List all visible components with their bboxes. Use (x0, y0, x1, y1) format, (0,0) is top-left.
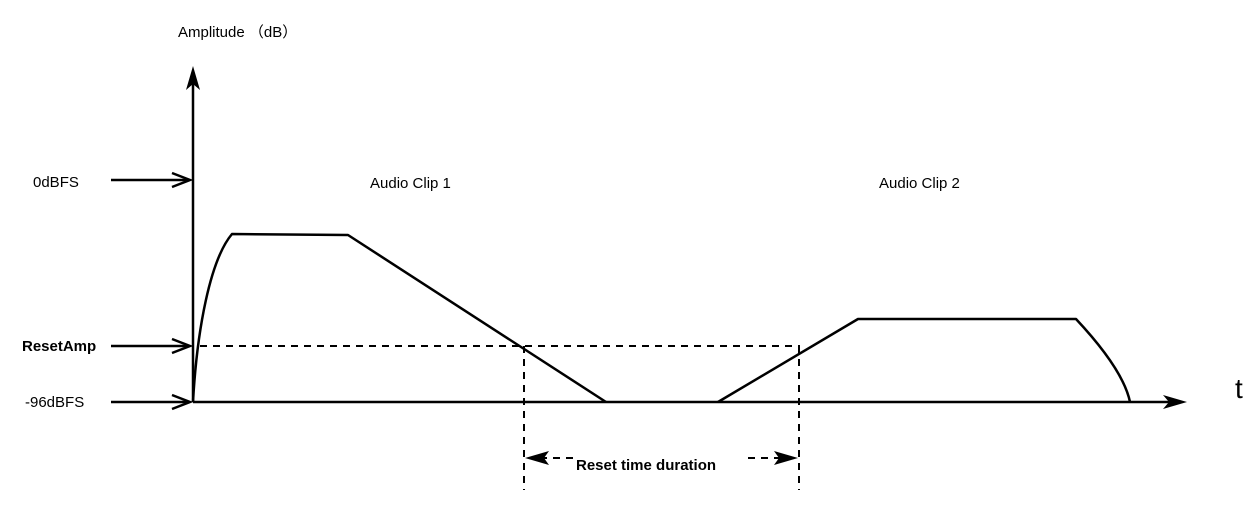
x-axis-arrowhead (1163, 395, 1187, 409)
reset-duration-label-bg (574, 452, 744, 474)
x-axis-label: t (1235, 373, 1243, 404)
level-arrowhead-96dbfs (171, 393, 194, 411)
level-label-96dbfs: -96dBFS (25, 394, 84, 411)
reset-duration-arrowhead-right (774, 451, 798, 465)
level-label-resetamp: ResetAmp (22, 338, 96, 355)
clip-1-label: Audio Clip 1 (370, 175, 451, 192)
clip-2-envelope (717, 317, 1132, 404)
clip-2-label: Audio Clip 2 (879, 175, 960, 192)
level-arrowhead-resetamp (171, 337, 194, 355)
level-arrowhead-0dbfs (171, 171, 194, 189)
y-axis-label: Amplitude （dB） (178, 24, 297, 41)
y-axis-arrowhead (186, 66, 200, 90)
clip-1-envelope (191, 232, 607, 404)
reset-duration-arrowhead-left (525, 451, 549, 465)
level-label-0dbfs: 0dBFS (33, 174, 79, 191)
reset-duration-label: Reset time duration (576, 457, 716, 474)
